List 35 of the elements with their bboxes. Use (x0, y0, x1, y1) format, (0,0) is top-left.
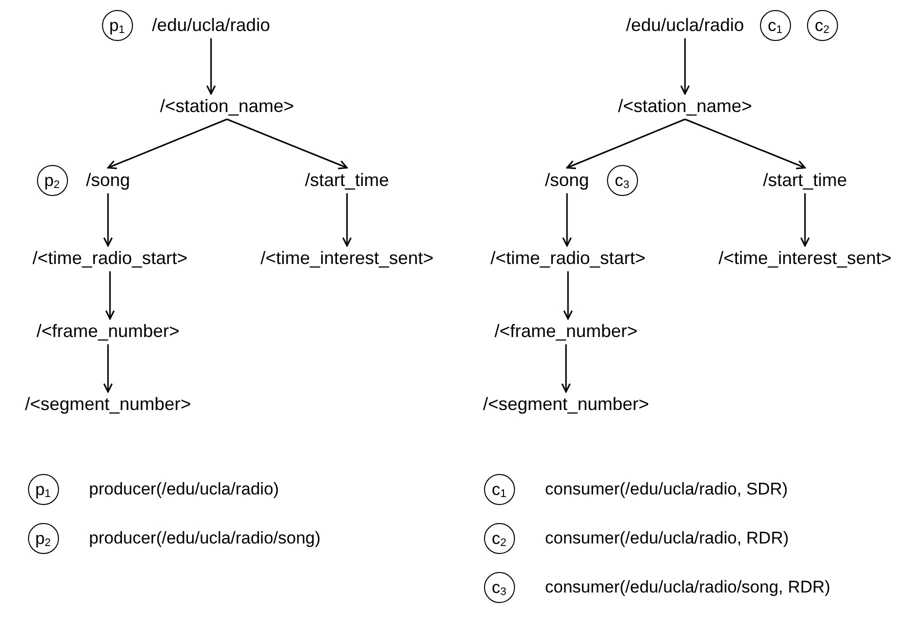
arrow (206, 38, 216, 94)
path-label: /start_time (304, 168, 390, 192)
path-label: /<station_name> (618, 94, 752, 118)
path-label: /<station_name> (160, 94, 294, 118)
path-label: /song (544, 168, 590, 192)
legend-description: consumer(/edu/ucla/radio, RDR) (545, 527, 789, 549)
legend-description: producer(/edu/ucla/radio) (89, 478, 279, 500)
path-label: /<segment_number> (482, 392, 650, 416)
arrow (105, 271, 115, 320)
path-label: /edu/ucla/radio (626, 14, 744, 36)
arrow (563, 271, 573, 320)
path-label: /edu/ucla/radio (152, 14, 270, 36)
arrow (342, 193, 352, 246)
path-label: /start_time (762, 168, 848, 192)
path-label: /<time_interest_sent> (718, 246, 892, 270)
path-label: /<frame_number> (494, 320, 638, 342)
arrow (562, 193, 572, 246)
arrow (566, 118, 686, 170)
arrow (800, 193, 810, 246)
arrow (226, 118, 348, 170)
path-label: /<time_interest_sent> (260, 246, 434, 270)
path-label: /<segment_number> (24, 392, 192, 416)
path-label: /<time_radio_start> (32, 246, 188, 270)
legend-description: consumer(/edu/ucla/radio, SDR) (545, 478, 788, 500)
arrow (684, 118, 806, 170)
path-label: /<frame_number> (36, 320, 180, 342)
path-label: /song (86, 168, 130, 192)
arrow (107, 118, 228, 170)
legend-description: consumer(/edu/ucla/radio/song, RDR) (545, 576, 830, 598)
arrow (561, 344, 571, 392)
arrow (680, 38, 690, 94)
arrow (103, 344, 113, 392)
path-label: /<time_radio_start> (490, 246, 646, 270)
legend-description: producer(/edu/ucla/radio/song) (89, 527, 321, 549)
arrow (103, 193, 113, 246)
